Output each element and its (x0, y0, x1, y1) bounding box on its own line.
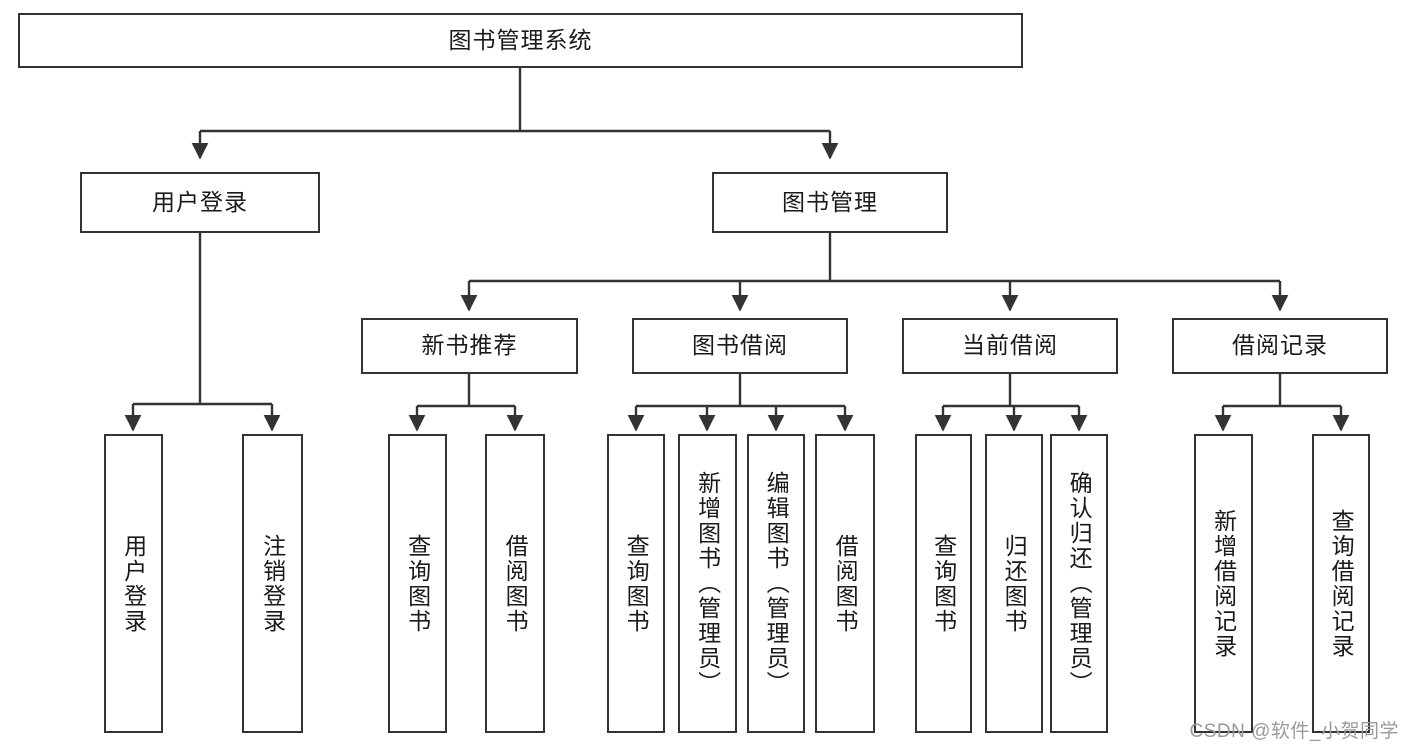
watermark-text: CSDN @软件_小贺同学 (1189, 721, 1399, 742)
node-leaf-logout[interactable]: 注销登录 (242, 434, 303, 733)
node-label: 新书推荐 (421, 332, 518, 359)
node-label: 当前借阅 (962, 332, 1058, 359)
node-leaf-return-books[interactable]: 归还图书 (985, 434, 1043, 733)
node-label: 归还图书 (1001, 533, 1028, 634)
node-label: 借阅记录 (1232, 332, 1328, 359)
node-leaf-edit-book-admin[interactable]: 编辑图书（管理员） (747, 434, 805, 733)
node-leaf-borrow-books-new[interactable]: 借阅图书 (485, 434, 545, 733)
node-leaf-add-borrow-record[interactable]: 新增借阅记录 (1194, 434, 1253, 733)
node-label: 查询借阅记录 (1328, 508, 1355, 659)
node-label: 用户登录 (152, 188, 248, 215)
node-label: 确认归还（管理员） (1066, 471, 1093, 696)
node-borrow-records[interactable]: 借阅记录 (1172, 318, 1388, 374)
node-leaf-query-books-borrow[interactable]: 查询图书 (607, 434, 665, 733)
node-label: 借阅图书 (502, 533, 529, 634)
node-label: 查询图书 (404, 533, 431, 634)
node-label: 新增借阅记录 (1210, 508, 1237, 659)
node-leaf-borrow-books[interactable]: 借阅图书 (815, 434, 875, 733)
node-user-login[interactable]: 用户登录 (80, 172, 320, 233)
node-new-book-recommend[interactable]: 新书推荐 (361, 318, 578, 374)
node-book-management[interactable]: 图书管理 (712, 172, 948, 233)
node-leaf-add-book-admin[interactable]: 新增图书（管理员） (678, 434, 737, 733)
node-label: 编辑图书（管理员） (763, 471, 790, 696)
node-current-borrow[interactable]: 当前借阅 (902, 318, 1118, 374)
node-label: 新增图书（管理员） (694, 471, 721, 696)
node-leaf-confirm-return-admin[interactable]: 确认归还（管理员） (1050, 434, 1108, 733)
node-label: 注销登录 (259, 533, 286, 634)
node-label: 图书管理 (782, 188, 878, 215)
node-leaf-user-login[interactable]: 用户登录 (104, 434, 163, 733)
node-label: 查询图书 (623, 533, 650, 634)
node-leaf-query-books-new[interactable]: 查询图书 (388, 434, 447, 733)
node-label: 查询图书 (930, 533, 957, 634)
node-leaf-query-books-current[interactable]: 查询图书 (915, 434, 972, 733)
node-label: 图书借阅 (692, 332, 788, 359)
node-label: 图书管理系统 (448, 26, 593, 53)
node-book-borrow[interactable]: 图书借阅 (632, 318, 848, 374)
node-root-system[interactable]: 图书管理系统 (18, 13, 1023, 68)
node-leaf-query-borrow-record[interactable]: 查询借阅记录 (1312, 434, 1370, 733)
node-label: 用户登录 (120, 533, 147, 634)
node-label: 借阅图书 (832, 533, 859, 634)
